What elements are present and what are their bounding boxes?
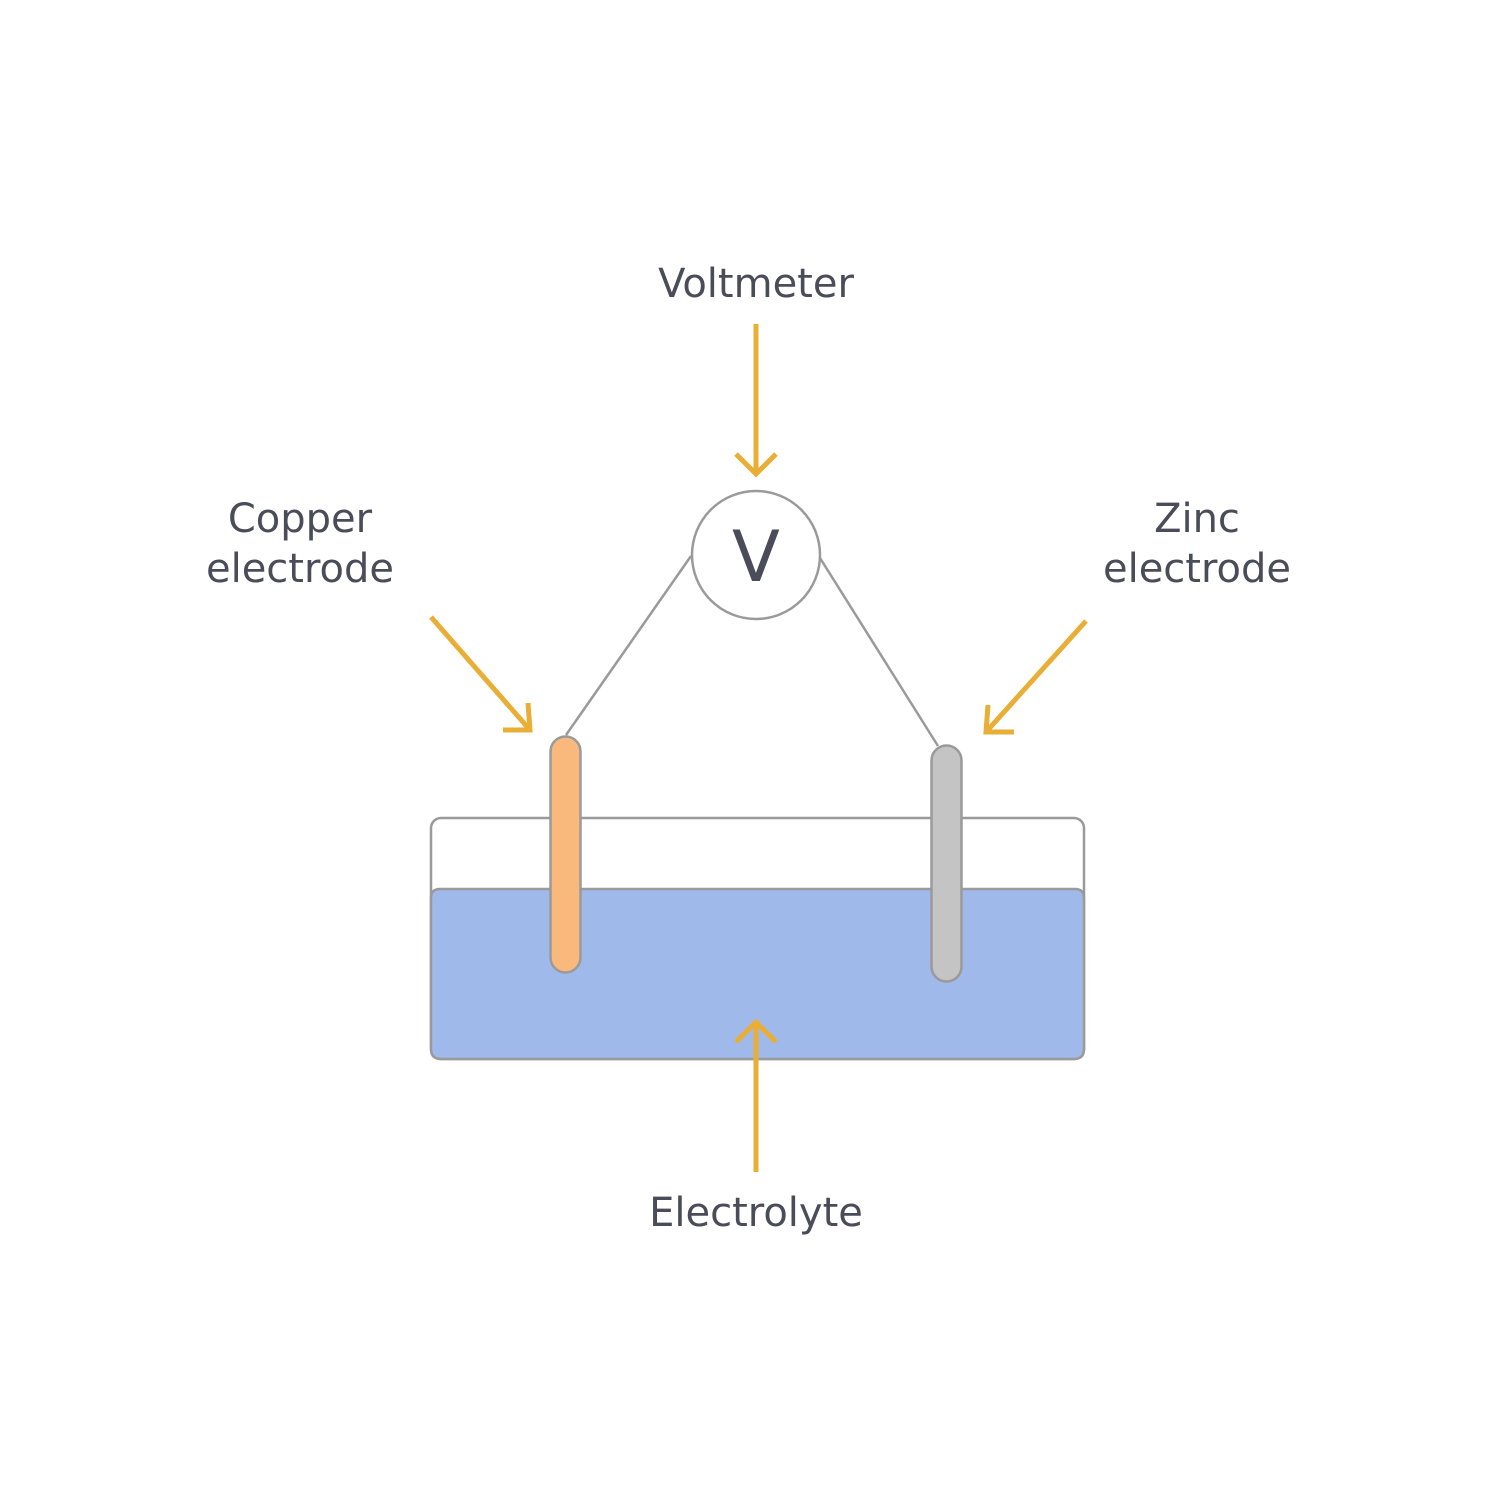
copper-label-line1: Copper — [228, 496, 373, 542]
voltmeter-label: Voltmeter — [658, 261, 854, 307]
voltmeter-symbol: V — [732, 516, 780, 598]
copper-electrode — [549, 735, 582, 974]
zinc-label-line1: Zinc — [1154, 496, 1240, 542]
wire-copper — [564, 555, 693, 736]
arrow-voltmeter — [734, 324, 778, 478]
copper-label-line2: electrode — [206, 546, 394, 592]
arrow-electrolyte — [734, 1018, 778, 1172]
arrow-zinc — [983, 619, 1088, 735]
zinc-label-line2: electrode — [1103, 546, 1291, 592]
wire-zinc — [818, 557, 940, 747]
zinc-electrode-label: Zinc electrode — [1103, 496, 1291, 592]
zinc-electrode — [930, 744, 963, 983]
copper-electrode-label: Copper electrode — [206, 496, 394, 592]
arrow-copper — [429, 615, 533, 733]
voltmeter-circle — [690, 489, 822, 621]
electrolyte-liquid — [429, 887, 1086, 1061]
electrolyte-label: Electrolyte — [649, 1190, 863, 1236]
